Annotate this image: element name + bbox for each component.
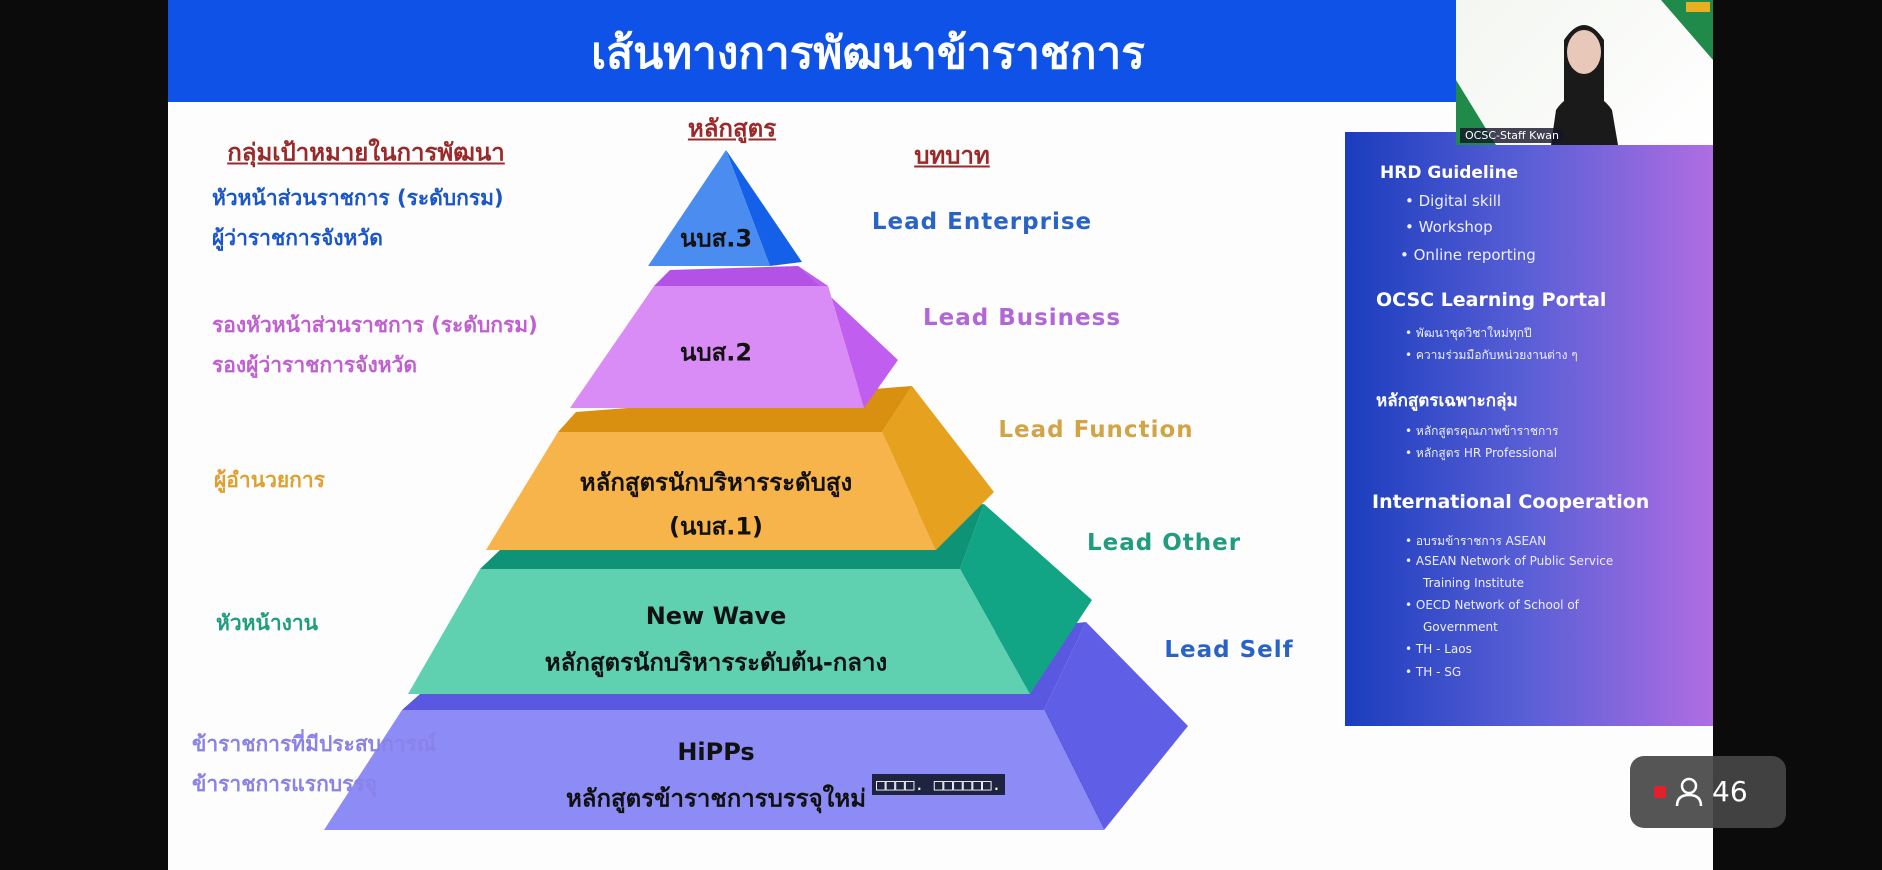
tier-5-sublabel: หลักสูตรข้าราชการบรรจุใหม่: [565, 784, 867, 813]
panel-section-title: HRD Guideline: [1380, 163, 1519, 183]
target-group-2: รองหัวหน้าส่วนราชการ (ระดับกรม) รองผู้ว่…: [212, 305, 538, 385]
tier-5-label: HiPPs: [677, 738, 755, 766]
viewer-count-badge[interactable]: 46: [1630, 756, 1786, 828]
panel-item-text: อบรมข้าราชการ ASEAN: [1415, 534, 1547, 548]
panel-item: • หลักสูตร HR Professional: [1405, 446, 1558, 460]
pyramid-tier-4: [408, 504, 1092, 694]
viewer-count: 46: [1712, 775, 1748, 808]
target-group-line: ข้าราชการที่มีประสบการณ์: [192, 732, 437, 756]
panel-item-text: หลักสูตรคุณภาพข้าราชการ: [1415, 424, 1559, 438]
roles-heading: บทบาท: [914, 141, 990, 170]
panel-item-text: ASEAN Network of Public Service: [1415, 554, 1614, 568]
role-lead-business: Lead Business: [922, 305, 1122, 331]
panel-item-text: Workshop: [1418, 218, 1493, 236]
panel-item-text: Online reporting: [1413, 246, 1536, 264]
slide-title: เส้นทางการพัฒนาข้าราชการ: [591, 28, 1145, 79]
courses-heading: หลักสูตร: [687, 114, 777, 143]
panel-section-title: International Cooperation: [1372, 491, 1650, 513]
panel-item: • ความร่วมมือกับหน่วยงานต่าง ๆ: [1405, 348, 1578, 362]
panel-section-title: หลักสูตรเฉพาะกลุ่ม: [1376, 391, 1518, 411]
panel-item-text: พัฒนาชุดวิชาใหม่ทุกปี: [1415, 326, 1532, 340]
panel-item-text: TH - Laos: [1415, 642, 1472, 656]
pyramid-tier-2: [570, 266, 898, 408]
target-group-line: ผู้อำนวยการ: [214, 468, 325, 492]
person-icon: [1675, 777, 1703, 807]
role-lead-enterprise: Lead Enterprise: [871, 209, 1093, 235]
target-groups-heading: กลุ่มเป้าหมายในการพัฒนา: [227, 138, 505, 167]
target-group-line: ผู้ว่าราชการจังหวัด: [212, 226, 383, 250]
target-group-line: รองผู้ว่าราชการจังหวัด: [212, 353, 417, 377]
presenter-name-tag: OCSC-Staff Kwan: [1460, 128, 1565, 143]
panel-item-continued: Government: [1423, 620, 1498, 634]
panel-item: • TH - SG: [1405, 665, 1462, 679]
target-group-3: ผู้อำนวยการ: [214, 460, 325, 500]
target-group-line: หัวหน้าส่วนราชการ (ระดับกรม): [212, 186, 504, 210]
tier-3-label: หลักสูตรนักบริหารระดับสูง: [579, 468, 853, 497]
role-lead-function: Lead Function: [998, 417, 1194, 443]
target-group-line: หัวหน้างาน: [216, 611, 319, 635]
info-panel: [1345, 132, 1713, 726]
panel-item: • Online reporting: [1400, 246, 1536, 264]
live-indicator-icon: [1654, 786, 1666, 798]
target-group-1: หัวหน้าส่วนราชการ (ระดับกรม) ผู้ว่าราชกา…: [212, 178, 504, 258]
panel-item-text: OECD Network of School of: [1415, 598, 1579, 612]
panel-item: • หลักสูตรคุณภาพข้าราชการ: [1405, 424, 1559, 438]
tier-3-sublabel: (นบส.1): [668, 512, 764, 541]
role-lead-other: Lead Other: [1086, 530, 1242, 556]
panel-item: • พัฒนาชุดวิชาใหม่ทุกปี: [1405, 326, 1532, 340]
target-group-line: รองหัวหน้าส่วนราชการ (ระดับกรม): [212, 313, 538, 337]
panel-item-continued: Training Institute: [1423, 576, 1524, 590]
panel-item-text: TH - SG: [1415, 665, 1462, 679]
panel-item: • Workshop: [1405, 218, 1493, 236]
panel-section-title: OCSC Learning Portal: [1376, 289, 1607, 311]
panel-item: • อบรมข้าราชการ ASEAN: [1405, 534, 1547, 548]
tier-4-sublabel: หลักสูตรนักบริหารระดับต้น-กลาง: [544, 648, 888, 677]
panel-item-text: ความร่วมมือกับหน่วยงานต่าง ๆ: [1415, 348, 1578, 362]
tier-2-label: นบส.2: [679, 338, 753, 367]
presenter-video[interactable]: OCSC-Staff Kwan: [1456, 0, 1713, 145]
role-lead-self: Lead Self: [1164, 637, 1294, 663]
target-group-5: ข้าราชการที่มีประสบการณ์ ข้าราชการแรกบรร…: [192, 724, 436, 804]
tier-4-label: New Wave: [645, 602, 787, 630]
target-group-4: หัวหน้างาน: [216, 603, 318, 643]
pyramid-tier-1: [648, 150, 802, 266]
panel-item-text: Digital skill: [1418, 192, 1502, 210]
panel-item-text: หลักสูตร HR Professional: [1415, 446, 1558, 460]
panel-item: • ASEAN Network of Public Service: [1405, 554, 1614, 568]
panel-item: • OECD Network of School of: [1405, 598, 1579, 612]
slide-header-band: [168, 0, 1458, 102]
target-group-line: ข้าราชการแรกบรรจุ: [192, 772, 377, 796]
caption-overlay: □□□□. □□□□□□.: [872, 774, 1006, 795]
panel-item: • TH - Laos: [1405, 642, 1472, 656]
presenter-face: [1567, 30, 1601, 74]
tier-1-label: นบส.3: [679, 224, 753, 253]
video-background: [1456, 0, 1713, 145]
panel-item: • Digital skill: [1405, 192, 1502, 210]
